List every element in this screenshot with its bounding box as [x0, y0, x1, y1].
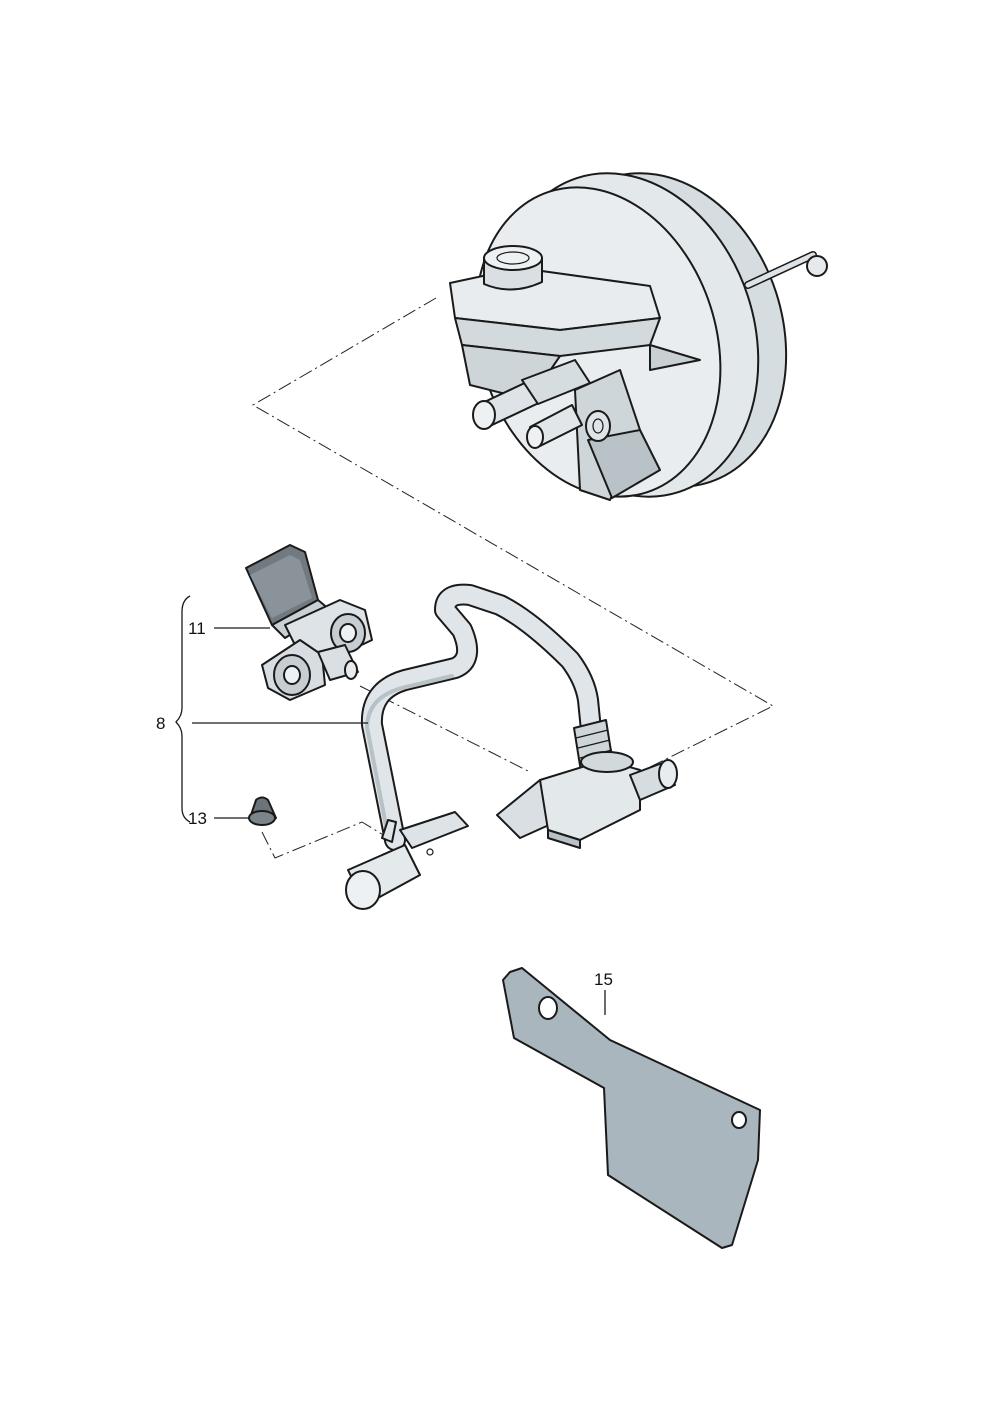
- callout-13: 13: [188, 809, 207, 828]
- group-bracket: [175, 595, 191, 823]
- callout-leaders: [192, 627, 606, 1015]
- pressure-sensor-icon: [245, 544, 373, 701]
- master-cylinder-ports: [472, 359, 611, 449]
- brake-booster-icon: [449, 172, 828, 501]
- assembly-line-cap: [261, 821, 386, 859]
- callout-8: 8: [156, 714, 165, 733]
- vacuum-line-icon: [345, 583, 678, 910]
- heat-shield-icon: [502, 967, 761, 1249]
- callout-11: 11: [188, 619, 206, 638]
- callout-15: 15: [594, 970, 613, 989]
- assembly-line-booster: [252, 297, 775, 773]
- sealing-cap-icon: [248, 796, 277, 826]
